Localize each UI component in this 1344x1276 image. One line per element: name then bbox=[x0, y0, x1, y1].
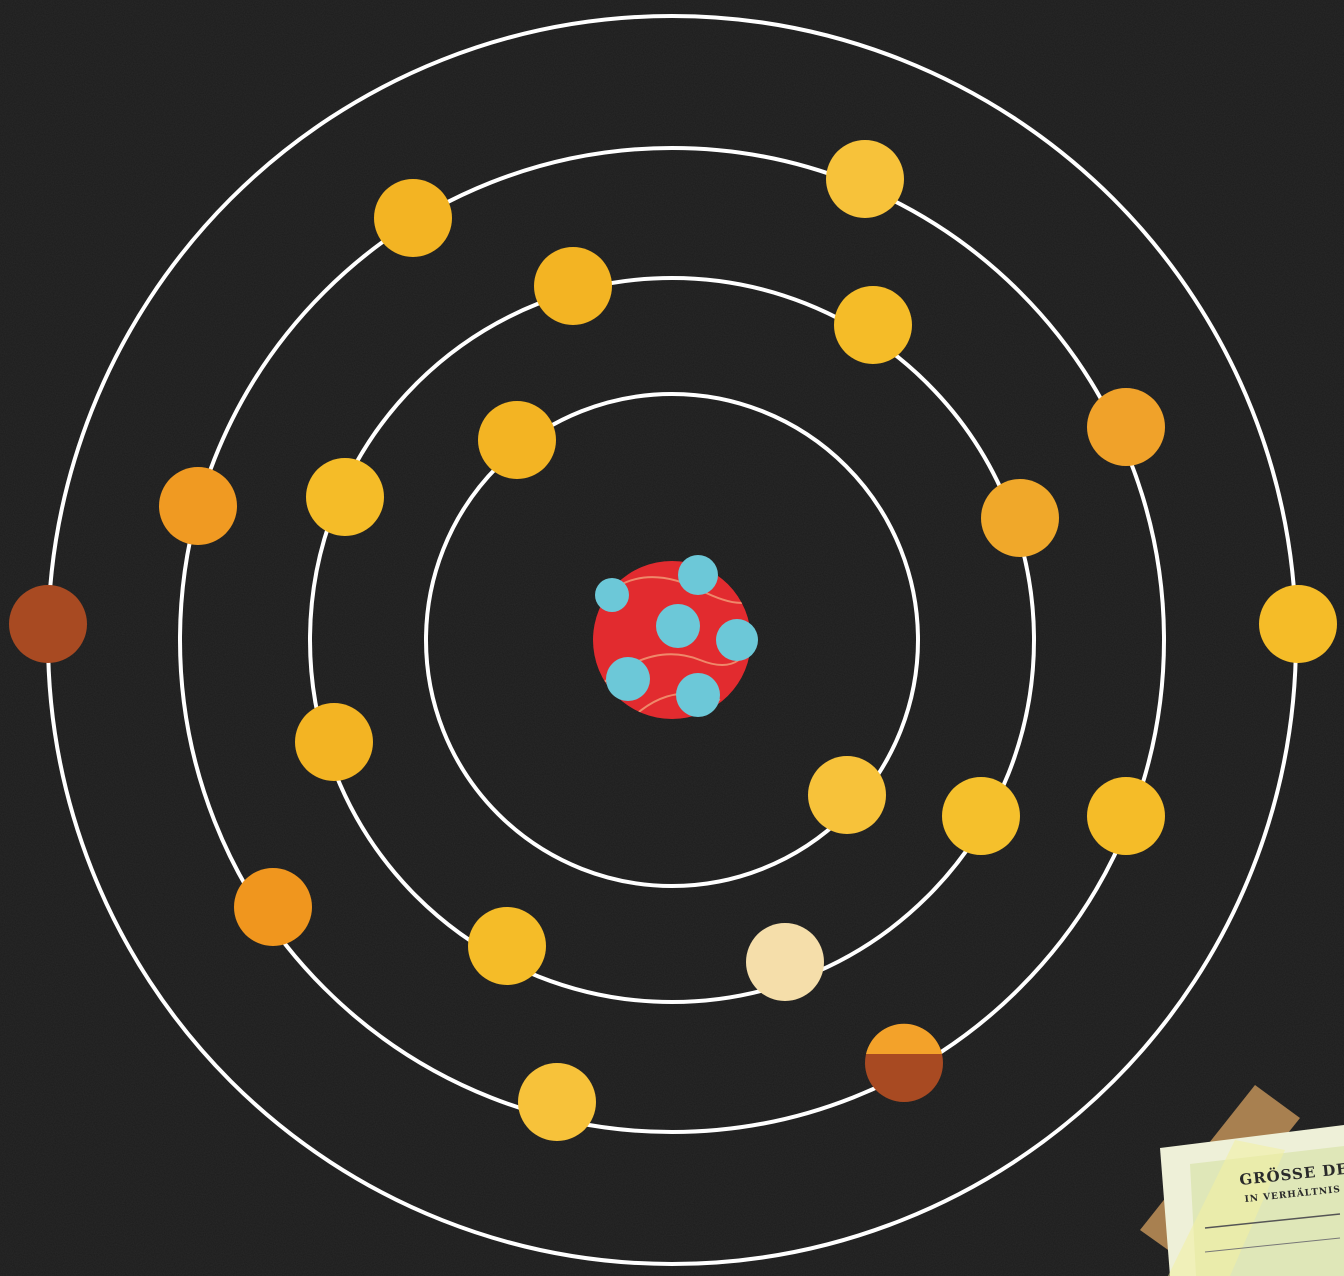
electron bbox=[468, 907, 546, 985]
electron bbox=[746, 923, 824, 1001]
electron bbox=[518, 1063, 596, 1141]
electron bbox=[834, 286, 912, 364]
electron bbox=[942, 777, 1020, 855]
electron bbox=[9, 585, 87, 663]
electron bbox=[306, 458, 384, 536]
nucleus-particle bbox=[656, 604, 700, 648]
electron bbox=[374, 179, 452, 257]
electron bbox=[159, 467, 237, 545]
electron bbox=[1087, 777, 1165, 855]
electron bbox=[981, 479, 1059, 557]
electron bbox=[1087, 388, 1165, 466]
nucleus-particle bbox=[716, 619, 758, 661]
electron bbox=[865, 1024, 943, 1102]
nucleus-particle bbox=[595, 578, 629, 612]
electron bbox=[478, 401, 556, 479]
electron bbox=[808, 756, 886, 834]
electron bbox=[1259, 585, 1337, 663]
electron bbox=[295, 703, 373, 781]
nucleus-particle bbox=[678, 555, 718, 595]
electron bbox=[826, 140, 904, 218]
electron bbox=[534, 247, 612, 325]
electron bbox=[234, 868, 312, 946]
nucleus-particle bbox=[676, 673, 720, 717]
nucleus-particle bbox=[606, 657, 650, 701]
